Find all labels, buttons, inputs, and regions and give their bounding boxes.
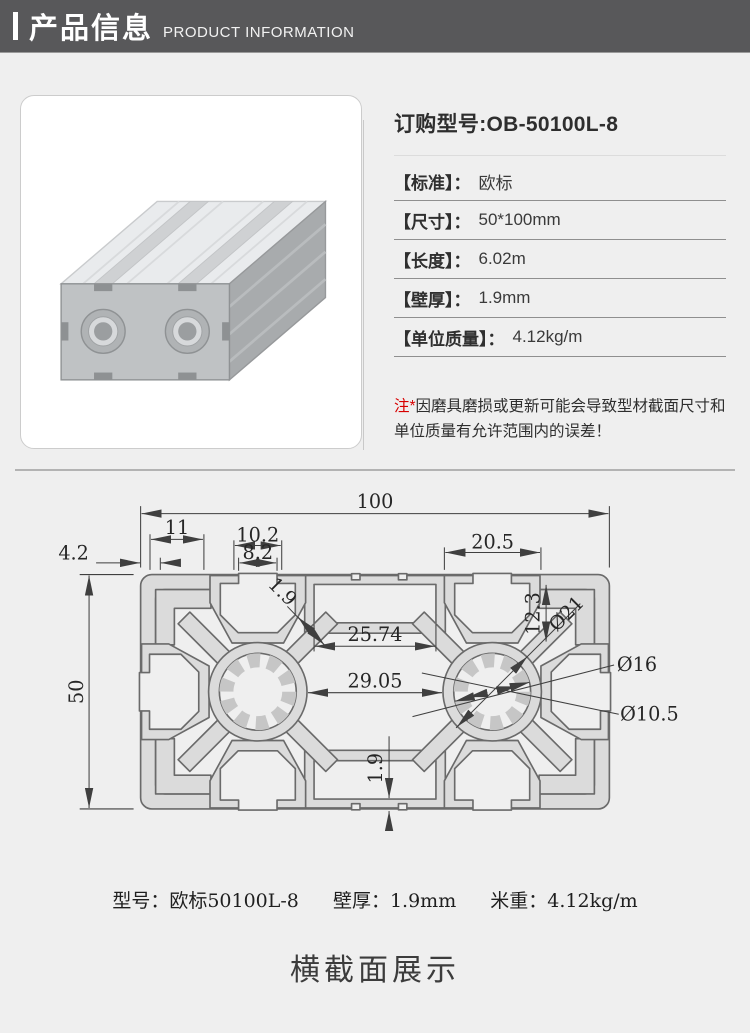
product-info-panel: 订购型号:OB-50100L-8 【标准】： 欧标 【尺寸】： 50*100mm… bbox=[394, 108, 726, 357]
drawing-caption: 型号：欧标50100L-8 壁厚：1.9mm 米重：4.12kg/m bbox=[0, 886, 750, 913]
spec-value: 欧标 bbox=[478, 173, 513, 193]
spec-row-size: 【尺寸】： 50*100mm bbox=[394, 201, 726, 240]
section-title: 横截面展示 bbox=[290, 954, 460, 987]
caption-weight: 米重：4.12kg/m bbox=[490, 890, 637, 912]
order-model-title: 订购型号:OB-50100L-8 bbox=[394, 113, 619, 136]
spec-value: 1.9mm bbox=[478, 288, 531, 307]
spec-value: 6.02m bbox=[478, 249, 526, 268]
dimension-lines bbox=[79, 506, 619, 832]
caption-model: 型号：欧标50100L-8 bbox=[112, 890, 299, 912]
dim-12-3: 12.3 bbox=[522, 592, 545, 635]
caption-weight-label: 米重： bbox=[490, 890, 548, 912]
spec-row-wall: 【壁厚】： 1.9mm bbox=[394, 279, 726, 318]
dim-dia-16: Ø16 bbox=[617, 653, 657, 676]
caption-wall-value: 1.9mm bbox=[389, 890, 457, 912]
cad-drawing-svg: 100 11 10.2 8.2 4.2 20.5 50 12.3 1.9 25.… bbox=[58, 490, 679, 832]
caption-model-label: 型号： bbox=[112, 890, 170, 912]
spec-label: 【壁厚】： bbox=[394, 290, 471, 310]
spec-row-standard: 【标准】： 欧标 bbox=[394, 162, 726, 201]
header-accent-bar bbox=[13, 12, 18, 40]
dim-8-2: 8.2 bbox=[243, 541, 274, 564]
spec-row-length: 【长度】： 6.02m bbox=[394, 240, 726, 279]
dim-width-total: 100 bbox=[357, 490, 394, 513]
title-underline bbox=[394, 155, 726, 156]
dim-25-74: 25.74 bbox=[348, 623, 403, 646]
spec-label: 【尺寸】： bbox=[394, 212, 471, 232]
caption-model-value: 欧标50100L-8 bbox=[169, 890, 299, 912]
extrusion-front-face bbox=[60, 283, 231, 381]
tolerance-note: 注*因磨具磨损或更新可能会导致型材截面尺寸和单位质量有允许范围内的误差！ bbox=[394, 394, 734, 444]
page-header: 产品信息 PRODUCT INFORMATION bbox=[0, 0, 750, 53]
note-text: 因磨具磨损或更新可能会导致型材截面尺寸和单位质量有允许范围内的误差！ bbox=[394, 398, 726, 441]
spec-label: 【标准】： bbox=[394, 173, 471, 193]
extrusion-side-face bbox=[228, 199, 327, 382]
spec-label: 【单位质量】： bbox=[394, 329, 505, 349]
dim-29-05: 29.05 bbox=[348, 670, 403, 693]
spec-row-unit-weight: 【单位质量】： 4.12kg/m bbox=[394, 318, 726, 357]
extrusion-top-face bbox=[59, 200, 328, 285]
spec-value: 50*100mm bbox=[478, 210, 561, 229]
dim-1-9-bottom: 1.9 bbox=[364, 753, 387, 784]
page-title: 产品信息 bbox=[29, 13, 154, 45]
dim-height-total: 50 bbox=[65, 680, 88, 704]
note-prefix: 注* bbox=[394, 398, 416, 415]
caption-wall: 壁厚：1.9mm bbox=[333, 890, 456, 912]
product-photo bbox=[59, 199, 328, 382]
dim-dia-10-5: Ø10.5 bbox=[620, 702, 679, 725]
profile-geometry bbox=[138, 572, 612, 811]
spec-label: 【长度】： bbox=[394, 251, 471, 271]
section-divider bbox=[15, 469, 735, 471]
dim-11: 11 bbox=[165, 516, 189, 539]
product-photo-card bbox=[20, 95, 362, 449]
dim-4-2: 4.2 bbox=[58, 542, 89, 565]
cross-section-drawing: 100 11 10.2 8.2 4.2 20.5 50 12.3 1.9 25.… bbox=[0, 490, 750, 856]
spec-value: 4.12kg/m bbox=[512, 327, 583, 346]
vertical-divider bbox=[363, 120, 364, 450]
caption-wall-label: 壁厚： bbox=[332, 890, 390, 912]
page-subtitle: PRODUCT INFORMATION bbox=[163, 23, 355, 41]
dim-10-2: 10.2 bbox=[236, 523, 279, 546]
spec-table: 【标准】： 欧标 【尺寸】： 50*100mm 【长度】： 6.02m 【壁厚】… bbox=[394, 162, 726, 357]
caption-weight-value: 4.12kg/m bbox=[547, 890, 638, 912]
dim-20-5: 20.5 bbox=[471, 530, 514, 553]
